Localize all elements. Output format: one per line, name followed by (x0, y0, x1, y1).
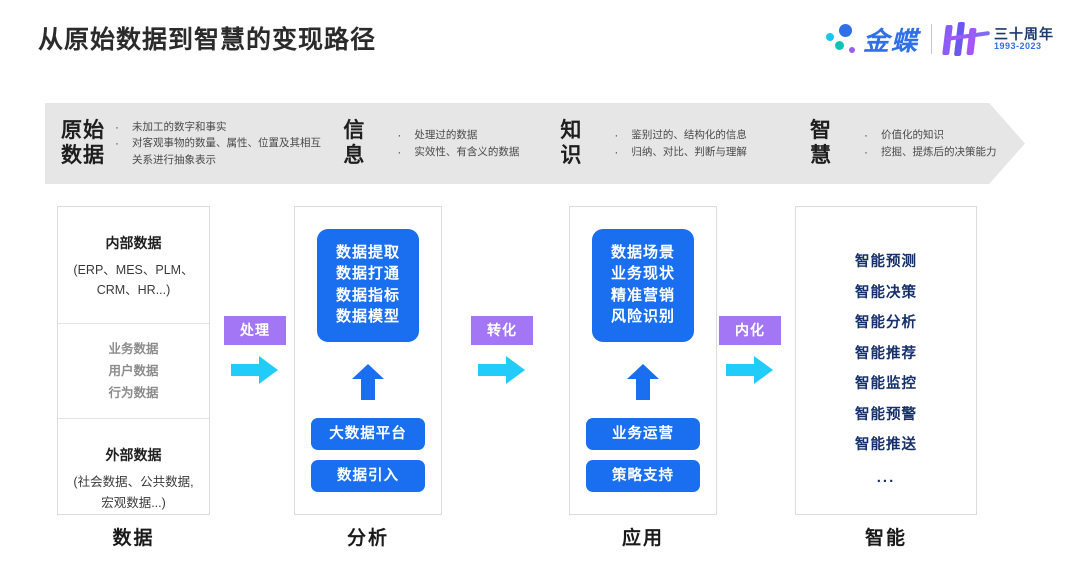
banner-bullet: · 价值化的知识 (864, 128, 945, 143)
right-arrow-icon (224, 355, 286, 385)
banner-stage-knowledge: 知 识 · 鉴别过的、结构化的信息 · 归纳、对比、判断与理解 (544, 103, 794, 184)
banner-stage-wisdom: 智 慧 · 价值化的知识 · 挖掘、提炼后的决策能力 (794, 103, 1025, 184)
internal-data-section: 内部数据 (ERP、MES、PLM、CRM、HR...) (58, 207, 209, 324)
intelligence-item: 智能预警 (855, 406, 917, 423)
analysis-pill-ingest: 数据引入 (311, 460, 425, 492)
bullet-dot-icon: · (864, 128, 869, 143)
banner-bullet: · 挖掘、提炼后的决策能力 (864, 144, 997, 159)
analysis-main-box: 数据提取 数据打通 数据指标 数据模型 (317, 229, 419, 343)
banner-stage-title: 信 息 (343, 118, 366, 167)
bottom-label-analysis: 分析 (346, 528, 389, 549)
internal-data-sub: (ERP、MES、PLM、CRM、HR...) (73, 263, 194, 298)
data-type-item: 行为数据 (108, 386, 159, 400)
intelligence-item: 智能分析 (855, 315, 917, 331)
intelligence-item: 智能推送 (855, 437, 917, 453)
anniversary-text: 三十周年 1993-2023 (994, 27, 1054, 51)
analysis-main-line: 数据模型 (335, 307, 400, 325)
banner-stage-bullets: · 处理过的数据 · 实效性、有含义的数据 (397, 127, 519, 160)
anniversary-mark-icon (942, 21, 991, 57)
external-data-section: 外部数据 (社会数据、公共数据, 宏观数据...) (58, 419, 209, 523)
intelligence-item: 智能决策 (855, 284, 917, 301)
page-title: 从原始数据到智慧的变现路径 (38, 26, 377, 54)
application-main-line: 风险识别 (610, 307, 675, 325)
bottom-label-intelligence: 智能 (864, 528, 907, 549)
banner-stage-information: 信 息 · 处理过的数据 · 实效性、有含义的数据 (327, 103, 544, 184)
connector-label: 处理 (224, 316, 286, 345)
internal-data-title: 内部数据 (105, 235, 162, 251)
banner-bullet: · 处理过的数据 (397, 128, 478, 143)
anniversary-label: 三十周年 (994, 25, 1054, 42)
intelligence-ellipsis: ... (876, 468, 896, 486)
data-type-item: 用户数据 (108, 363, 159, 378)
card-data: 内部数据 (ERP、MES、PLM、CRM、HR...) 业务数据 用户数据 行… (57, 206, 210, 515)
application-pill-strategy: 策略支持 (586, 460, 700, 492)
banner-stage-bullets: · 价值化的知识 · 挖掘、提炼后的决策能力 (864, 127, 997, 160)
connector-process: 处理 (224, 316, 286, 385)
banner-bullet: · 实效性、有含义的数据 (397, 144, 520, 159)
right-arrow-icon (471, 355, 533, 385)
brand-name: 金蝶 (862, 25, 919, 56)
external-data-sub: (社会数据、公共数据, 宏观数据...) (73, 475, 194, 510)
banner-stage-raw-data: 原始 数据 · 未加工的数字和事实 · 对客观事物的数量、属性、位置及其相互关系… (45, 103, 327, 184)
intelligence-list: 智能预测 智能决策 智能分析 智能推荐 智能监控 智能预警 智能推送 ... (796, 207, 976, 486)
application-main-box: 数据场景 业务现状 精准营销 风险识别 (592, 229, 694, 343)
card-intelligence: 智能预测 智能决策 智能分析 智能推荐 智能监控 智能预警 智能推送 ... (795, 206, 977, 515)
application-pill-operations: 业务运营 (586, 418, 700, 450)
application-main-line: 业务现状 (610, 265, 675, 283)
dikw-banner: 原始 数据 · 未加工的数字和事实 · 对客观事物的数量、属性、位置及其相互关系… (45, 103, 1025, 184)
intelligence-item: 智能推荐 (855, 345, 917, 362)
banner-bullet: · 未加工的数字和事实 (115, 120, 227, 135)
data-types-section: 业务数据 用户数据 行为数据 (58, 324, 209, 420)
bullet-dot-icon: · (115, 136, 119, 151)
data-type-item: 业务数据 (108, 341, 159, 356)
analysis-pill-platform: 大数据平台 (311, 418, 425, 450)
right-arrow-icon (719, 355, 781, 385)
bullet-dot-icon: · (115, 120, 119, 135)
application-main-line: 数据场景 (610, 244, 675, 261)
bullet-dot-icon: · (614, 128, 619, 143)
bullet-dot-icon: · (397, 144, 402, 159)
up-arrow-icon (626, 364, 660, 400)
banner-stage-title: 知 识 (560, 118, 583, 167)
card-application: 数据场景 业务现状 精准营销 风险识别 业务运营 策略支持 (569, 206, 717, 515)
banner-stage-title: 智 慧 (810, 118, 833, 167)
bullet-dot-icon: · (864, 144, 869, 159)
connector-label: 转化 (471, 316, 533, 345)
connector-transform: 转化 (471, 316, 533, 385)
banner-stage-bullets: · 鉴别过的、结构化的信息 · 归纳、对比、判断与理解 (614, 127, 747, 160)
logo-divider (931, 24, 932, 54)
brand-logo: 金蝶 三十周年 1993-2023 (823, 18, 1054, 60)
up-arrow-icon (351, 364, 385, 400)
banner-stage-title: 原始 数据 (61, 118, 105, 167)
card-analysis: 数据提取 数据打通 数据指标 数据模型 大数据平台 数据引入 (294, 206, 442, 515)
analysis-main-line: 数据打通 (335, 265, 400, 283)
intelligence-item: 智能监控 (855, 376, 917, 392)
kingdee-dots-icon (823, 22, 859, 56)
bullet-dot-icon: · (614, 144, 619, 159)
connector-internalize: 内化 (719, 316, 781, 385)
banner-bullet: · 归纳、对比、判断与理解 (614, 144, 747, 159)
connector-label: 内化 (719, 316, 781, 345)
bullet-dot-icon: · (397, 128, 402, 143)
banner-bullet: · 对客观事物的数量、属性、位置及其相互关系进行抽象表示 (115, 136, 321, 166)
external-data-title: 外部数据 (105, 447, 162, 464)
bottom-label-data: 数据 (112, 528, 155, 549)
analysis-main-line: 数据指标 (335, 286, 400, 304)
banner-stage-bullets: · 未加工的数字和事实 · 对客观事物的数量、属性、位置及其相互关系进行抽象表示 (115, 119, 322, 168)
analysis-main-line: 数据提取 (335, 244, 400, 261)
intelligence-item: 智能预测 (855, 254, 917, 270)
banner-bullet: · 鉴别过的、结构化的信息 (614, 128, 747, 143)
anniversary-years: 1993-2023 (994, 40, 1042, 51)
application-main-line: 精准营销 (610, 286, 675, 304)
bottom-label-application: 应用 (621, 528, 664, 549)
